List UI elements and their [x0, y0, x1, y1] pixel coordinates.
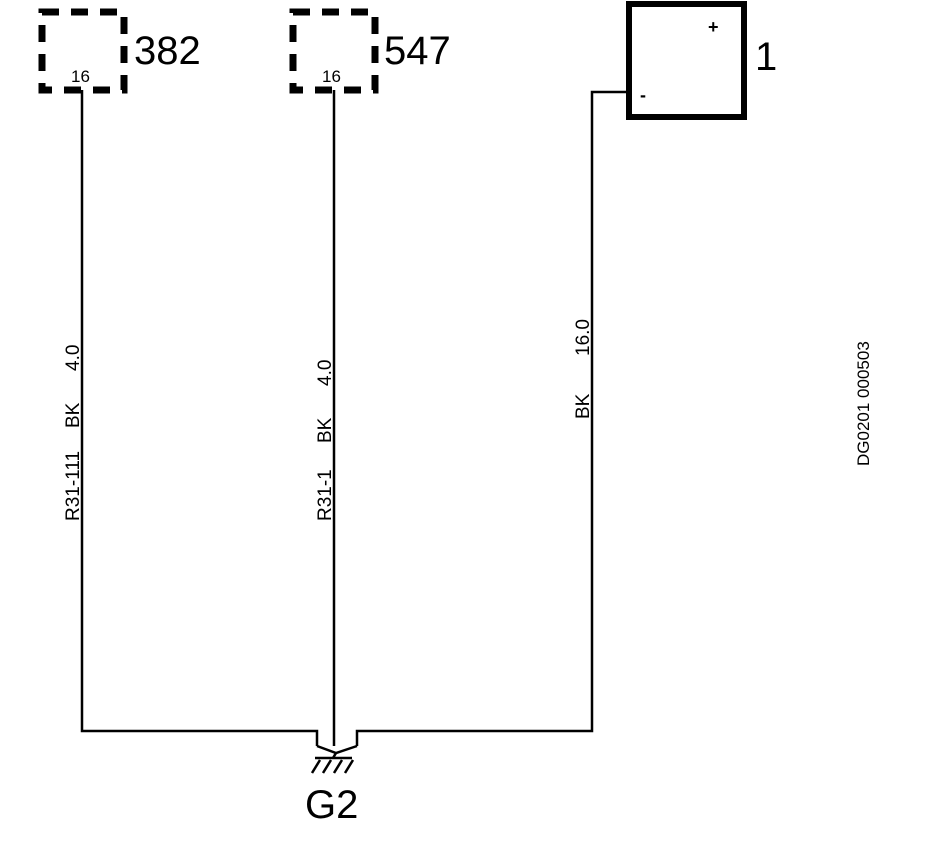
wire-r31-111-circuit: R31-111	[63, 451, 84, 521]
connector-547-box	[289, 8, 379, 94]
component-382: 16 382	[38, 8, 201, 94]
battery-box	[626, 1, 747, 120]
connector-382-pin: 16	[71, 67, 90, 86]
wire-r31-1-color: BK	[315, 417, 336, 443]
wire-r31-111	[80, 90, 319, 746]
wire-bk-16	[355, 90, 629, 746]
wire-r31-1-size: 4.0	[315, 360, 336, 386]
ground-label: G2	[305, 783, 358, 827]
wire-r31-111-color: BK	[63, 402, 84, 428]
connector-547-pin: 16	[322, 67, 341, 86]
battery-plus-terminal: +	[708, 17, 719, 37]
ground-hatch-icon	[310, 759, 355, 774]
battery-minus-terminal: -	[640, 85, 646, 105]
component-547: 16 547	[289, 8, 451, 94]
wire-bk-16-color: BK	[573, 393, 594, 419]
component-1: + - 1	[626, 1, 777, 120]
wire-bk-16-size: 16.0	[573, 319, 594, 356]
component-382-label: 382	[134, 29, 201, 73]
ground-g2: G2	[305, 744, 358, 827]
component-1-label: 1	[755, 35, 777, 79]
wires	[80, 90, 629, 746]
connector-382-box	[38, 8, 128, 94]
wire-r31-111-size: 4.0	[63, 345, 84, 371]
wire-r31-1-circuit: R31-1	[315, 469, 336, 521]
ground-junction	[316, 744, 358, 755]
component-547-label: 547	[384, 29, 451, 73]
drawing-reference: DG0201 000503	[854, 341, 873, 466]
